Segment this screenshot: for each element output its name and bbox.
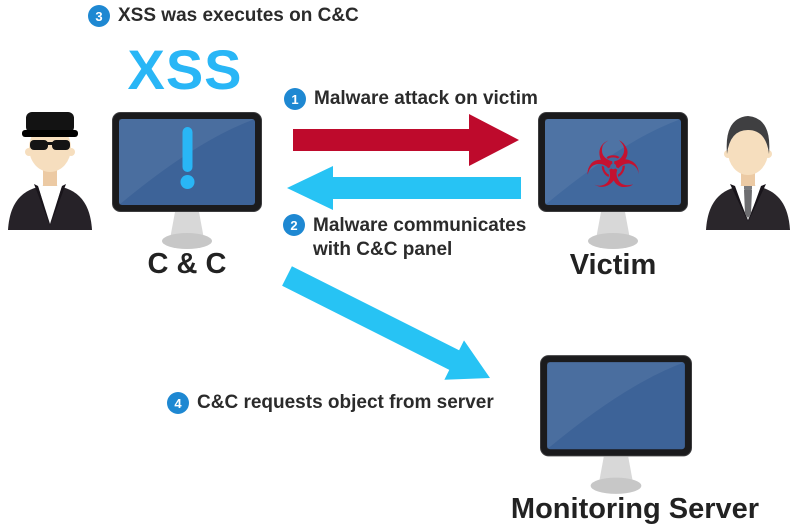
victim-lapel-right bbox=[748, 184, 766, 222]
hacker-lapel-left bbox=[34, 184, 50, 226]
hacker-hat-crown bbox=[26, 112, 74, 133]
step-4-text: C&C requests object from server bbox=[197, 392, 494, 413]
cc-label: C & C bbox=[147, 248, 227, 280]
step-2-text: Malware communicates with C&C panel bbox=[313, 215, 527, 260]
victim-monitor-stand bbox=[596, 212, 630, 239]
xss-title: XSS bbox=[127, 38, 243, 101]
biohazard-icon: ☣ bbox=[584, 129, 641, 203]
step-3-label: 3 XSS was executes on C&C bbox=[88, 5, 359, 27]
server-monitor-screen bbox=[547, 362, 685, 450]
victim-lapel-left bbox=[730, 184, 748, 222]
victim-monitor: ☣ bbox=[538, 112, 688, 249]
victim-monitor-screen bbox=[545, 119, 681, 205]
step-3-text: XSS was executes on C&C bbox=[118, 5, 359, 26]
hacker-shirt bbox=[38, 186, 62, 224]
server-monitor-stand bbox=[598, 456, 634, 484]
step-1-label: 1 Malware attack on victim bbox=[284, 88, 538, 110]
server-monitor-base bbox=[590, 477, 642, 494]
cc-monitor bbox=[112, 112, 262, 249]
step-4-badge: 4 bbox=[167, 392, 189, 414]
step-1-text: Malware attack on victim bbox=[314, 88, 538, 109]
hacker-hat-brim bbox=[22, 130, 78, 137]
cc-requests-arrow bbox=[282, 266, 490, 380]
malware-communicates-arrow bbox=[287, 166, 521, 210]
step-3-badge: 3 bbox=[88, 5, 110, 27]
victim-screen-glare bbox=[545, 119, 681, 205]
hacker-lapel-right bbox=[50, 184, 66, 226]
hacker-neck bbox=[43, 168, 57, 186]
victim-hair bbox=[726, 116, 770, 154]
malware-attack-arrow bbox=[293, 114, 519, 166]
exclamation-icon bbox=[180, 127, 195, 189]
server-screen-glare bbox=[547, 362, 685, 450]
step-2-label: 2 Malware communicates with C&C panel bbox=[283, 214, 531, 262]
victim-label: Victim bbox=[569, 249, 657, 281]
step-1-badge: 1 bbox=[284, 88, 306, 110]
step-2-badge: 2 bbox=[283, 214, 305, 236]
victim-tie bbox=[744, 184, 752, 218]
server-monitor bbox=[540, 355, 692, 494]
step-4-label: 4 C&C requests object from server bbox=[167, 392, 494, 414]
sunglasses-icon bbox=[30, 140, 70, 150]
cc-screen-glare bbox=[119, 119, 255, 205]
server-label: Monitoring Server bbox=[510, 493, 760, 525]
victim-monitor-base bbox=[588, 233, 638, 249]
cc-monitor-stand bbox=[170, 212, 204, 239]
victim-avatar bbox=[706, 116, 790, 230]
victim-face bbox=[728, 129, 768, 175]
attacker-avatar bbox=[8, 112, 92, 230]
cc-monitor-base bbox=[162, 233, 212, 249]
